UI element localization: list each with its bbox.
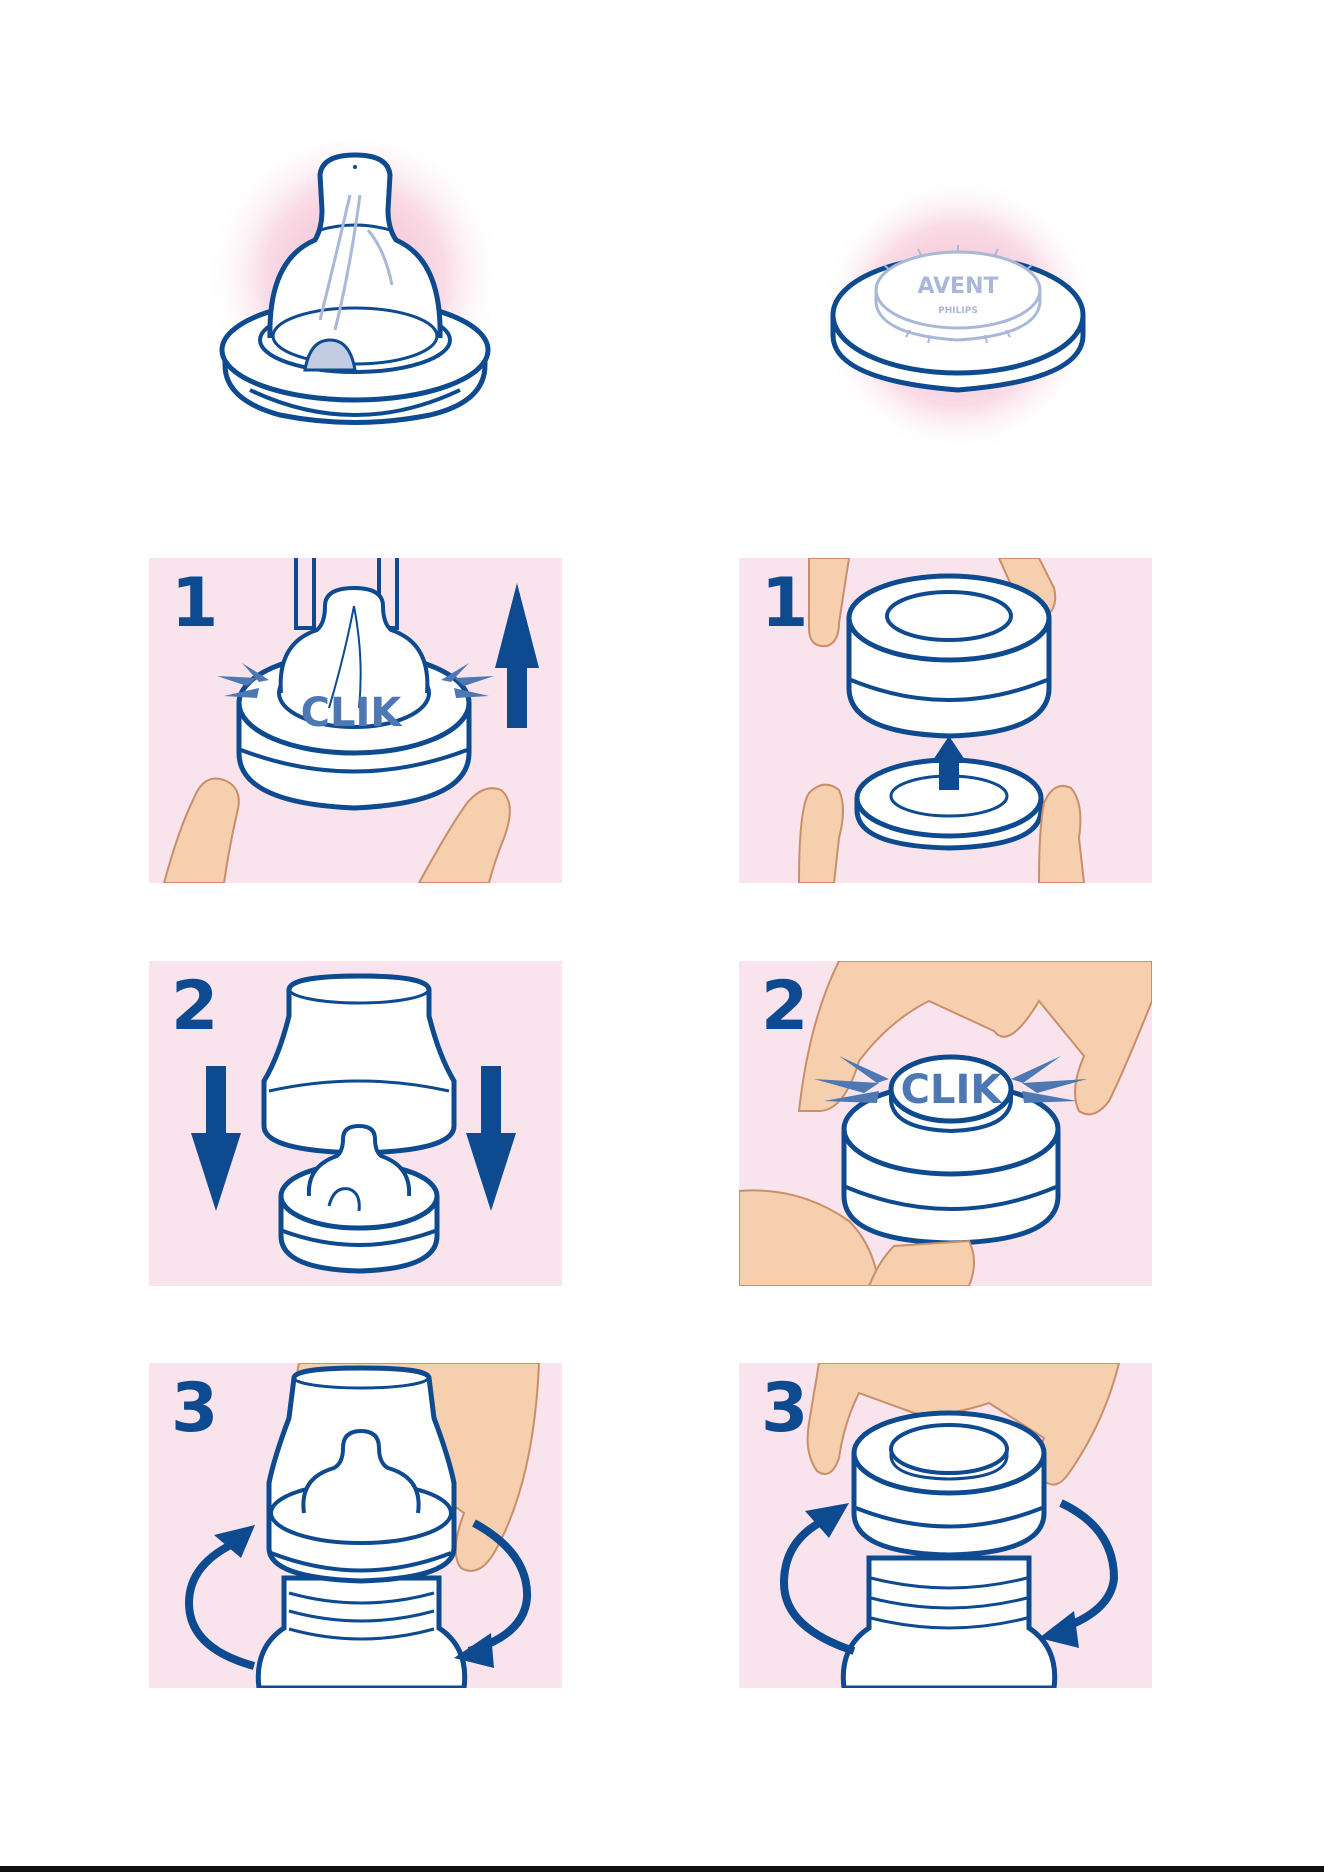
step-number: 2 bbox=[761, 973, 808, 1041]
panel-cap-step-1: 1 bbox=[739, 558, 1152, 883]
down-arrow-icon bbox=[191, 1066, 241, 1211]
down-arrow-icon bbox=[466, 1066, 516, 1211]
step-number: 3 bbox=[171, 1375, 218, 1443]
avent-logo: AVENT bbox=[917, 274, 998, 299]
step-number: 1 bbox=[761, 570, 808, 638]
panel-teat-step-3: 3 bbox=[149, 1363, 562, 1688]
clik-label: CLIK bbox=[301, 690, 404, 736]
rotate-arrow-icon bbox=[1039, 1503, 1114, 1648]
sealing-disc-illustration: AVENT PHILIPS bbox=[810, 185, 1090, 465]
up-arrow-icon bbox=[495, 583, 539, 728]
teat-illustration bbox=[200, 140, 520, 470]
panel-teat-step-2: 2 bbox=[149, 961, 562, 1286]
step-number: 1 bbox=[171, 570, 218, 638]
panel-cap-step-3: 3 bbox=[739, 1363, 1152, 1688]
step-number: 3 bbox=[761, 1375, 808, 1443]
step-number: 2 bbox=[171, 973, 218, 1041]
panel-teat-step-1: CLIK 1 bbox=[149, 558, 562, 883]
clik-label: CLIK bbox=[901, 1067, 1004, 1113]
philips-logo: PHILIPS bbox=[938, 306, 978, 316]
panel-cap-step-2: CLIK 2 bbox=[739, 961, 1152, 1286]
rotate-arrow-icon bbox=[189, 1525, 255, 1666]
page-bottom-rule bbox=[0, 1866, 1324, 1872]
rotate-arrow-icon bbox=[784, 1503, 854, 1651]
